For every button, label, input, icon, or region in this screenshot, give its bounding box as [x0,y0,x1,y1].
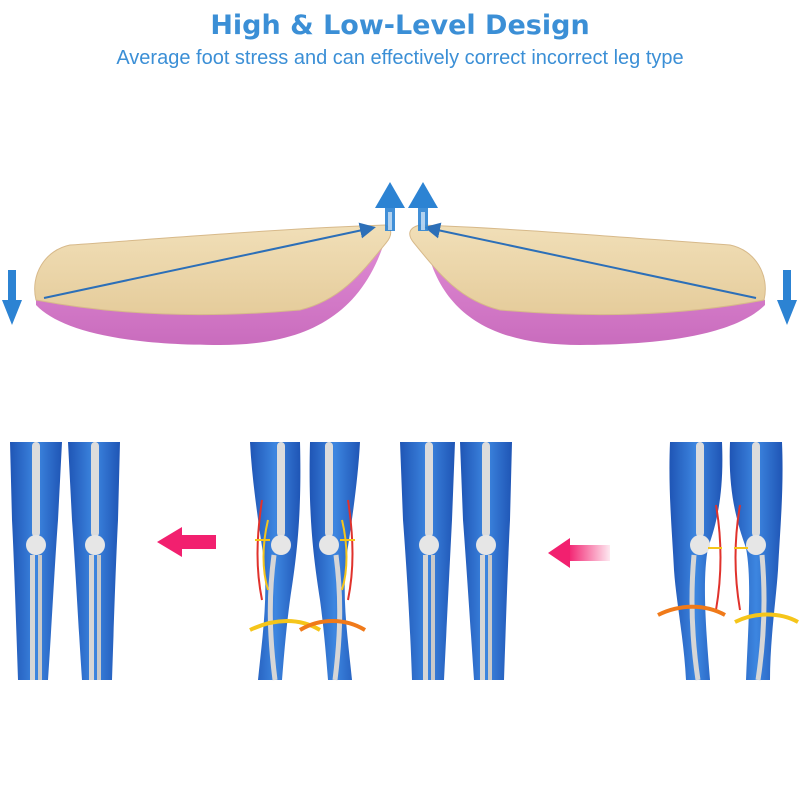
pink-arrow-icon [157,527,216,557]
corrected-legs-right [400,442,512,680]
heel-wedge-insole-left [34,222,392,345]
pink-arrow-icon [548,538,610,568]
heel-wedge-insole-right [409,222,766,345]
down-arrow-icon [777,270,797,325]
page-title: High & Low-Level Design [210,10,590,41]
up-arrow-icon [408,182,438,231]
down-arrow-icon [2,270,22,325]
corrected-legs-left [10,442,120,680]
up-arrow-icon [375,182,405,231]
o-shaped-legs [249,442,367,681]
page-subtitle: Average foot stress and can effectively … [116,47,684,69]
x-shaped-legs [657,442,799,681]
